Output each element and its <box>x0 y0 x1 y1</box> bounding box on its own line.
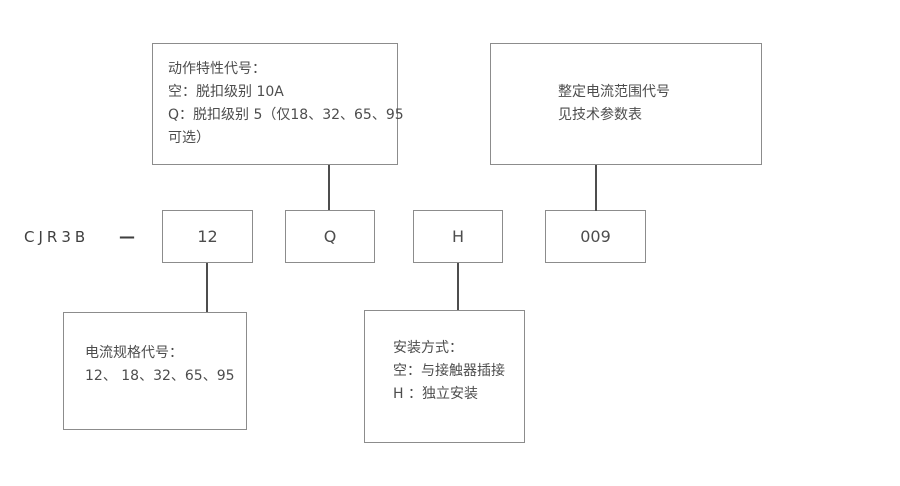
separator-dash: — <box>119 227 135 246</box>
callout-current-range-code: 整定电流范围代号 见技术参数表 <box>490 43 762 165</box>
connector-range-to-009 <box>595 165 597 211</box>
code-box-current-spec: 12 <box>162 210 253 263</box>
code-box-current-range: 009 <box>545 210 646 263</box>
connector-h-to-mount <box>457 263 459 310</box>
code-box-label: 12 <box>197 227 218 246</box>
callout-text-line: 空：与接触器插接 <box>393 363 505 379</box>
callout-mounting-type: 安装方式： 空：与接触器插接 H ：独立安装 <box>364 310 525 443</box>
callout-action-characteristic: 动作特性代号： 空：脱扣级别 10A Q：脱扣级别 5（仅18、32、65、95… <box>152 43 404 165</box>
code-box-mounting: H <box>413 210 503 263</box>
code-box-label: 009 <box>580 227 611 246</box>
code-box-label: Q <box>323 227 337 246</box>
callout-text-line: 整定电流范围代号 <box>558 84 670 100</box>
callout-text-line: Q：脱扣级别 5（仅18、32、65、95 <box>168 107 404 123</box>
callout-text-line: 12、 18、32、65、95 <box>85 368 235 384</box>
callout-current-spec-code: 电流规格代号： 12、 18、32、65、95 <box>63 312 247 430</box>
callout-text-line: 空：脱扣级别 10A <box>168 84 284 100</box>
connector-action-to-q <box>328 165 330 210</box>
callout-text-line: 见技术参数表 <box>558 107 642 123</box>
model-prefix-label: CJR3B <box>24 227 90 246</box>
connector-12-to-spec <box>206 263 208 312</box>
callout-text-line: H ：独立安装 <box>393 386 478 402</box>
callout-text-line: 安装方式： <box>393 340 463 356</box>
callout-text-line: 电流规格代号： <box>85 345 183 361</box>
callout-text-line: 可选） <box>168 130 210 146</box>
callout-text-line: 动作特性代号： <box>168 61 266 77</box>
code-box-trip-class: Q <box>285 210 375 263</box>
code-box-label: H <box>451 227 465 246</box>
